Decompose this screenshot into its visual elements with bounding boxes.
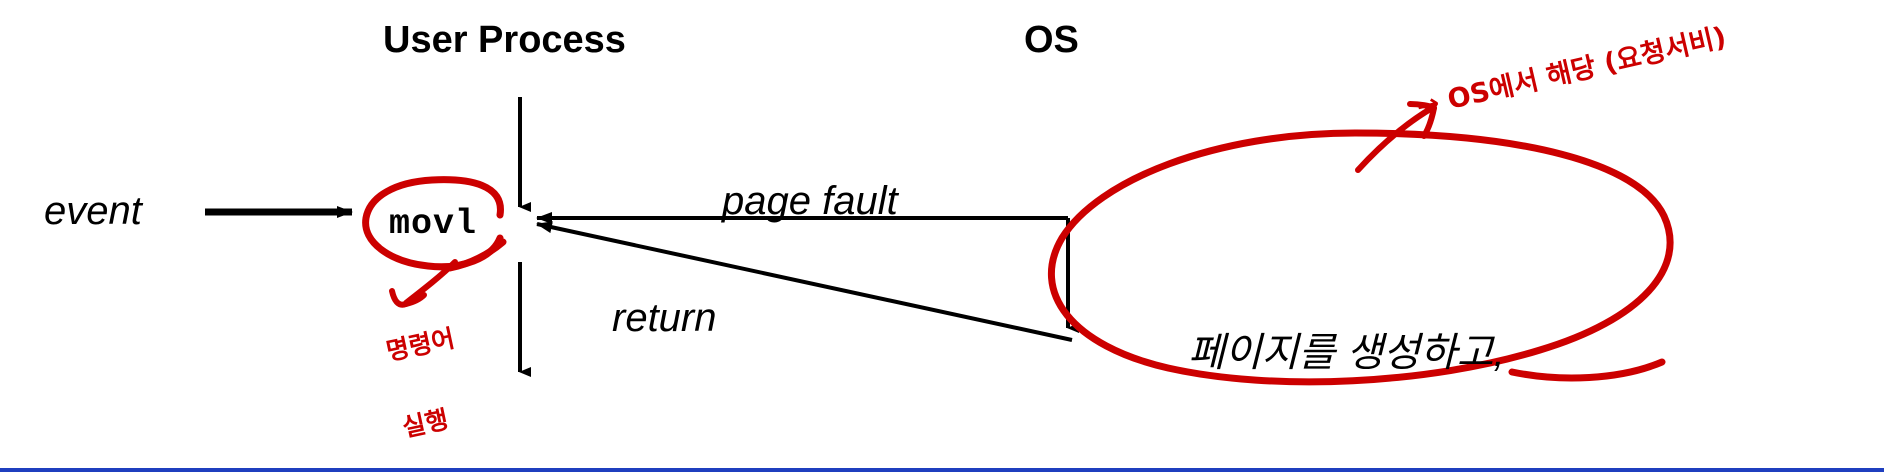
ink-note-movl-line-2: 실행 (399, 404, 451, 443)
ink-ellipse-os (1048, 129, 1674, 386)
label-event: event (44, 189, 142, 233)
column-heading-os: OS (1024, 19, 1079, 61)
return-arrow (536, 221, 1073, 342)
os-explanation-line-1: 페이지를 생성하고, (1188, 331, 1505, 375)
column-heading-user-process: User Process (383, 19, 626, 61)
label-return: return (612, 296, 717, 340)
ink-note-movl-line-1: 명령어 (383, 323, 458, 366)
bottom-accent-rule (0, 468, 1884, 472)
ink-pointer-os (1355, 101, 1437, 173)
ink-pointer-movl (389, 259, 458, 308)
os-explanation-text: 페이지를 생성하고, 메모리로 로드한다 (1188, 218, 1658, 472)
label-instruction-movl: movl (389, 204, 478, 244)
label-page-fault: page fault (722, 179, 898, 223)
arrow-left-icon (536, 221, 1073, 342)
